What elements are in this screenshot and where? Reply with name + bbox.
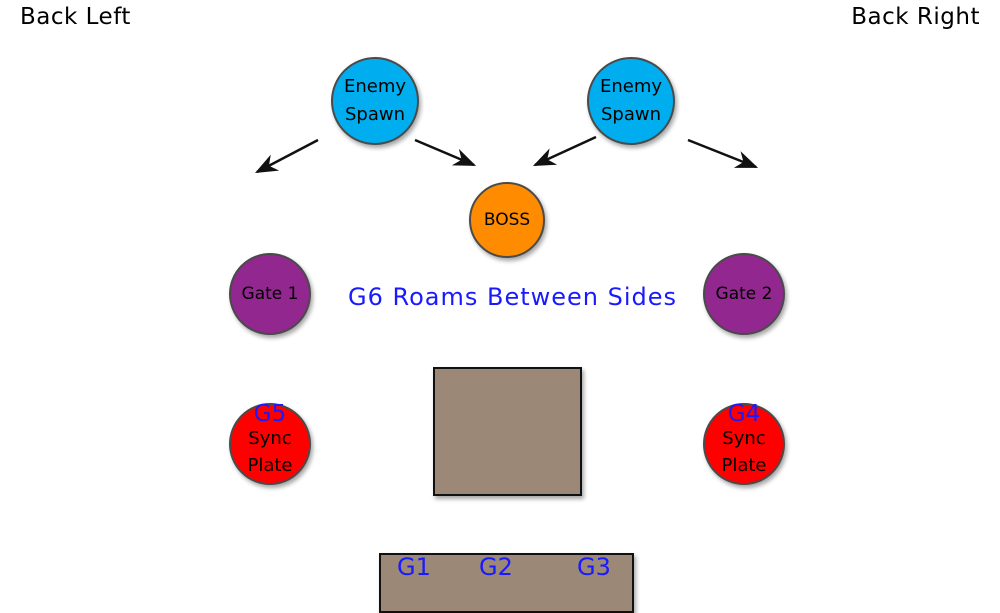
- arrow-right-spawn-to-boss: [532, 135, 597, 167]
- boss-node: BOSS: [469, 182, 545, 258]
- sync-plate-right-line1: Sync: [722, 428, 766, 449]
- arrow-left-spawn-to-boss: [414, 138, 477, 167]
- sync-plate-right: G4 Sync Plate: [703, 403, 785, 485]
- group-label-g2: G2: [479, 553, 513, 581]
- sync-plate-left-line1: Sync: [248, 428, 292, 449]
- enemy-spawn-right-line1: Enemy: [599, 76, 663, 97]
- spawn-arrows: [255, 135, 759, 174]
- roam-caption: G6 Roams Between Sides: [348, 283, 678, 311]
- back-left-label: Back Left: [20, 4, 131, 30]
- sync-plate-left-tag: G5: [253, 401, 287, 427]
- boss-label: BOSS: [483, 210, 531, 230]
- arrow-right-spawn-to-back-right: [687, 138, 759, 169]
- gate-2-node: Gate 2: [703, 253, 785, 335]
- enemy-spawn-left-line1: Enemy: [343, 76, 407, 97]
- arrow-left-spawn-to-back-left: [255, 138, 319, 174]
- sync-plate-right-line2: Plate: [721, 455, 767, 476]
- sync-plate-left: G5 Sync Plate: [229, 403, 311, 485]
- enemy-spawn-right-line2: Spawn: [600, 104, 661, 125]
- group-label-g1: G1: [397, 553, 431, 581]
- back-right-label: Back Right: [851, 4, 980, 30]
- enemy-spawn-right: Enemy Spawn: [587, 57, 675, 145]
- gate-1-label: Gate 1: [241, 284, 299, 304]
- gate-2-label: Gate 2: [715, 284, 773, 304]
- group-label-g3: G3: [577, 553, 611, 581]
- gate-1-node: Gate 1: [229, 253, 311, 335]
- sync-plate-right-tag: G4: [727, 401, 761, 427]
- enemy-spawn-left-line2: Spawn: [344, 104, 405, 125]
- center-obstacle-block: [433, 367, 582, 496]
- enemy-spawn-left: Enemy Spawn: [331, 57, 419, 145]
- sync-plate-left-line2: Plate: [247, 455, 293, 476]
